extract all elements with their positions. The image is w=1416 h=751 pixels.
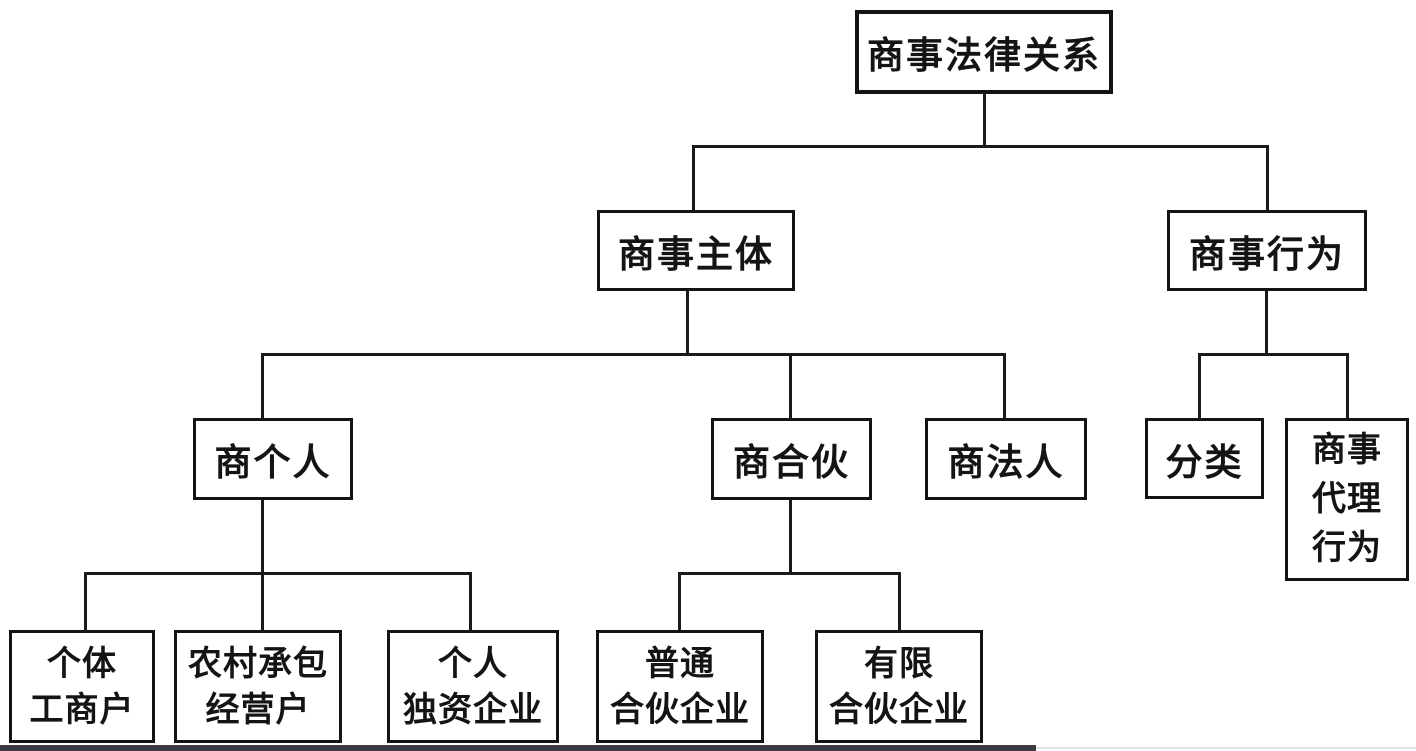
node-classification: 分类 [1145, 418, 1264, 499]
connector-behavior-stem [1265, 291, 1268, 356]
connector-root-stem [983, 93, 986, 148]
connector-partnership-stem [789, 500, 792, 575]
node-general-partnership-enterprise: 普通 合伙企业 [596, 630, 764, 743]
connector-individual-rail [84, 572, 472, 575]
node-commercial-behavior: 商事行为 [1167, 210, 1367, 291]
connector-drop-sole-proprietorship [469, 572, 472, 630]
bottom-dark-bar [0, 745, 1036, 751]
node-commercial-agency-behavior: 商事 代理 行为 [1285, 418, 1409, 581]
connector-drop-behavior [1266, 145, 1269, 210]
connector-drop-subject [692, 145, 695, 210]
connector-partnership-rail [678, 572, 901, 575]
connector-drop-classification [1198, 353, 1201, 418]
connector-individual-stem [261, 500, 264, 630]
node-commercial-legal-relation: 商事法律关系 [855, 10, 1113, 94]
connector-subject-rail [261, 353, 1006, 356]
connector-drop-general-partnership [678, 572, 681, 630]
connector-drop-sole-trader [84, 572, 87, 630]
connector-drop-partnership [789, 353, 792, 418]
connector-drop-legal-person [1003, 353, 1006, 418]
node-commercial-individual: 商个人 [193, 418, 353, 500]
bottom-hairline [1030, 747, 1416, 749]
node-individual-business-household: 个体 工商户 [9, 630, 155, 743]
node-limited-partnership-enterprise: 有限 合伙企业 [815, 630, 983, 743]
connector-subject-stem [686, 291, 689, 356]
connector-drop-limited-partnership [898, 572, 901, 630]
node-commercial-subject: 商事主体 [597, 210, 795, 291]
node-commercial-partnership: 商合伙 [711, 418, 872, 500]
connector-drop-agency [1346, 353, 1349, 418]
node-rural-contracting-household: 农村承包 经营户 [174, 630, 342, 743]
connector-drop-individual [261, 353, 264, 418]
connector-root-rail [692, 145, 1269, 148]
node-commercial-legal-person: 商法人 [925, 418, 1087, 500]
connector-behavior-rail [1198, 353, 1349, 356]
node-sole-proprietorship-enterprise: 个人 独资企业 [387, 630, 559, 743]
